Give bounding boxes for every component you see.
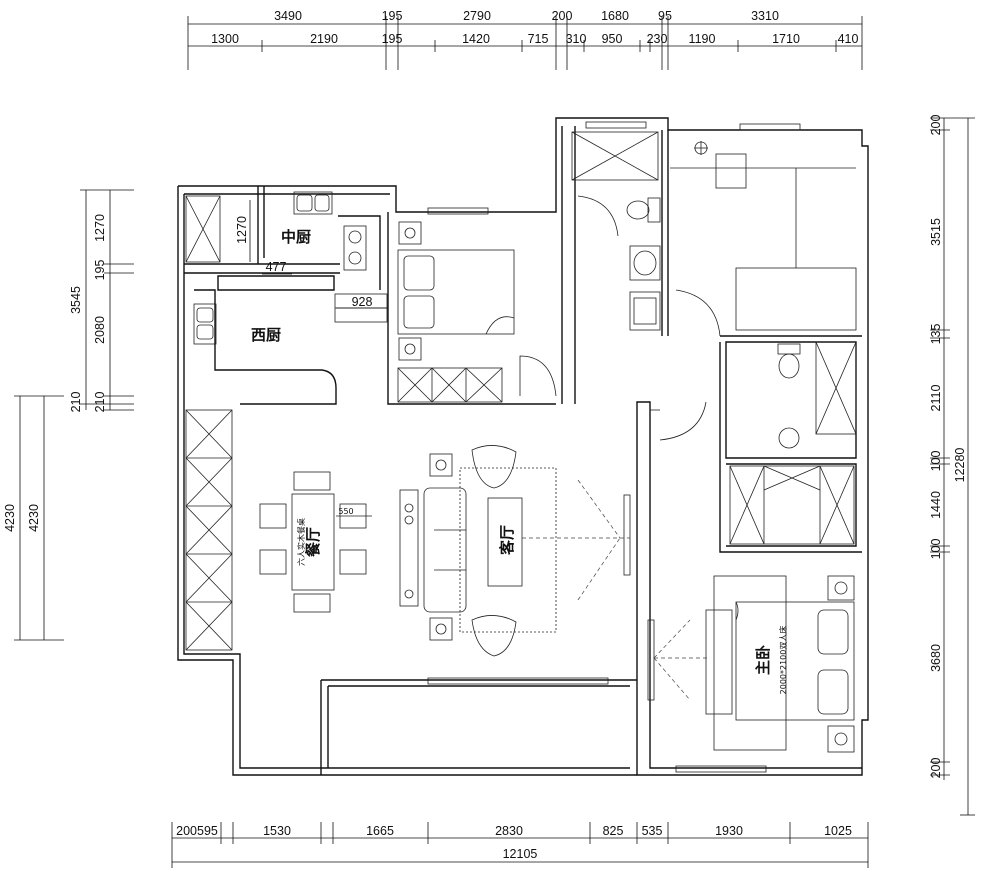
dim-interior-550: 550 <box>338 507 353 516</box>
study-desk-chair <box>670 141 857 331</box>
dim-right-total: 12280 <box>953 448 967 483</box>
master-dashed-lines <box>653 619 710 701</box>
dining-storage-cabinets <box>185 409 233 651</box>
dim-top-outer-4: 200 <box>552 9 573 23</box>
dim-bottom-1: 200595 <box>176 824 218 838</box>
nightstand-lamp <box>398 221 422 361</box>
dim-interior-1270: 1270 <box>235 216 249 244</box>
bed-note: 2000*2100双人床 <box>778 626 788 695</box>
dim-left-inner-3: 2080 <box>93 316 107 344</box>
master-bed <box>735 601 855 721</box>
top-dimension-chain: 3490 195 2790 200 1680 95 3310 1300 2190… <box>187 9 863 70</box>
dim-top-outer-7: 3310 <box>751 9 779 23</box>
dim-bottom-total: 12105 <box>503 847 538 861</box>
dim-top-inner-9: 1190 <box>689 32 716 46</box>
bottom-dimension-chain: 200595 1530 1665 2830 825 535 1930 1025 … <box>171 822 869 868</box>
dim-bottom-2: 1530 <box>263 824 291 838</box>
dim-left-inner-b: 4230 <box>27 504 41 532</box>
dim-right-5: 100 <box>929 451 943 472</box>
room-label-dining: 餐厅 <box>304 527 322 557</box>
dim-right-6: 1440 <box>929 491 943 519</box>
dim-bottom-4: 2830 <box>495 824 523 838</box>
wash-basin <box>629 245 661 281</box>
dim-top-inner-5: 715 <box>528 32 549 46</box>
dim-right-7: 100 <box>929 539 943 560</box>
dim-right-2: 3515 <box>929 218 943 246</box>
dim-interior-477: 477 <box>266 260 287 274</box>
windows <box>427 121 801 773</box>
dim-right-4: 2110 <box>929 385 943 412</box>
dim-right-9: 200 <box>929 758 943 779</box>
dim-right-3: 135 <box>929 324 943 345</box>
dim-top-inner-7: 950 <box>602 32 623 46</box>
dim-top-inner-1: 1300 <box>211 32 239 46</box>
dim-right-1: 200 <box>929 115 943 136</box>
round-basin <box>778 427 800 449</box>
dim-top-inner-3: 195 <box>382 32 403 46</box>
left-dimension-chain: 3545 1270 195 2080 210 210 4230 4230 <box>3 189 134 641</box>
dim-top-inner-11: 410 <box>838 32 859 46</box>
washing-machine <box>629 291 661 331</box>
master-desk <box>705 575 787 751</box>
dim-left-outer-b: 4230 <box>3 504 17 532</box>
double-bed <box>397 249 515 335</box>
room-label-middle-kitchen: 中厨 <box>281 228 311 246</box>
dim-top-inner-6: 310 <box>566 32 587 46</box>
dim-bottom-8: 1025 <box>824 824 852 838</box>
dim-left-inner-5: 210 <box>93 392 107 413</box>
living-carpet <box>459 467 557 633</box>
gas-stove <box>343 225 367 271</box>
dim-top-outer-2: 195 <box>382 9 403 23</box>
living-dashed-lines <box>522 479 630 601</box>
dim-top-outer-1: 3490 <box>274 9 302 23</box>
dining-table-note: 六人实木餐桌 <box>296 518 306 566</box>
dim-bottom-7: 1930 <box>715 824 743 838</box>
dim-right-8: 3680 <box>929 644 943 672</box>
dim-top-inner-2: 2190 <box>310 32 338 46</box>
dim-interior-928: 928 <box>352 295 373 309</box>
room-label-western-kitchen: 西厨 <box>251 326 281 344</box>
doors <box>519 195 721 441</box>
right-dimension-chain: 200 3515 135 2110 100 1440 100 3680 200 … <box>929 115 975 816</box>
exterior-walls <box>177 117 869 776</box>
dim-top-outer-5: 1680 <box>601 9 629 23</box>
dim-bottom-6: 535 <box>642 824 663 838</box>
dim-left-inner-2: 195 <box>93 260 107 281</box>
dim-top-inner-10: 1710 <box>772 32 800 46</box>
dim-bottom-3: 1665 <box>366 824 394 838</box>
armchairs <box>429 445 517 657</box>
dim-top-outer-3: 2790 <box>463 9 491 23</box>
coffee-table <box>487 497 523 587</box>
dim-top-inner-4: 1420 <box>462 32 490 46</box>
dim-top-inner-8: 230 <box>647 32 668 46</box>
shower-area <box>571 131 857 435</box>
tv-cabinet <box>399 489 419 607</box>
dim-top-outer-6: 95 <box>658 9 672 23</box>
dining-table-set <box>259 471 372 613</box>
master-nightstands <box>827 575 855 753</box>
dim-left-inner-4: 210 <box>69 392 83 413</box>
dim-bottom-5: 825 <box>603 824 624 838</box>
kitchen-sink-double <box>293 191 333 215</box>
room-label-master-bedroom: 主卧 <box>754 645 772 675</box>
room-label-living: 客厅 <box>498 525 516 556</box>
dim-left-inner-1: 1270 <box>93 214 107 242</box>
dim-left-outer-a: 3545 <box>69 286 83 314</box>
western-kitchen-sink <box>193 303 217 345</box>
sofa <box>423 487 467 613</box>
master-wardrobe <box>729 465 855 545</box>
toilet-1 <box>626 197 661 223</box>
toilet-2 <box>777 343 801 379</box>
kitchen-pantry-cabinet <box>185 195 221 263</box>
interior-dimensions: 1270 477 928 550 <box>235 200 388 516</box>
bedroom-wardrobe <box>397 367 503 403</box>
